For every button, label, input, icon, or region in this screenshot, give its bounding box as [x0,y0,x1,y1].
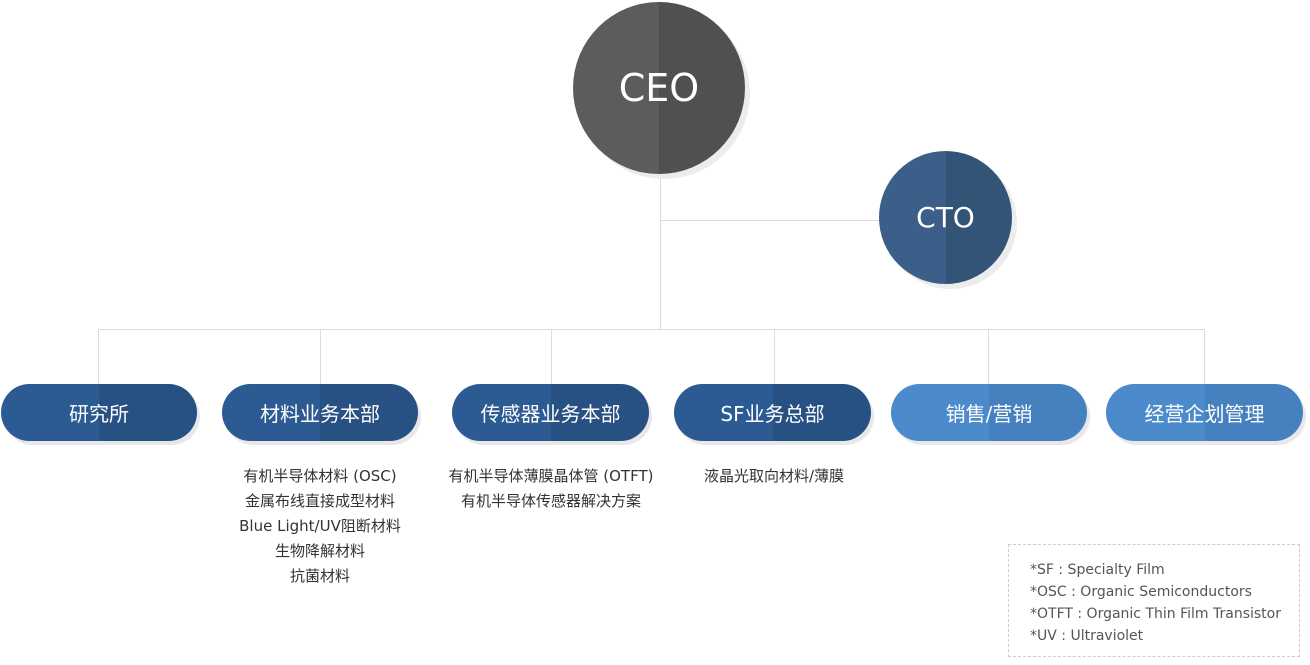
list-item: 有机半导体传感器解决方案 [460,492,641,510]
ceo-shade [659,2,745,174]
dept-drop-line [774,329,775,385]
list-item: 有机半导体材料 (OSC) [243,467,397,485]
sf-items: 液晶光取向材料/薄膜 [664,464,884,489]
dept-drop-line [98,329,99,385]
legend-item: *SF : Specialty Film [1030,562,1165,578]
list-item: 抗菌材料 [289,567,350,585]
list-item: 金属布线直接成型材料 [244,492,395,510]
dept-sales-marketing: 销售/营销 [891,384,1087,441]
abbreviation-legend: *SF : Specialty Film *OSC : Organic Semi… [1008,544,1300,657]
pill-shade [1204,384,1303,441]
dept-sf: SF业务总部 [674,384,871,441]
department-bus-line [98,329,1205,330]
list-item: 液晶光取向材料/薄膜 [703,467,845,485]
cto-branch-line [660,220,880,221]
list-item: 有机半导体薄膜晶体管 (OTFT) [448,467,654,485]
list-item: 生物降解材料 [274,542,365,560]
dept-research-institute: 研究所 [1,384,197,441]
dept-business-planning: 经营企划管理 [1106,384,1303,441]
cto-node: CTO [879,151,1012,284]
cto-label: CTO [916,201,975,234]
pill-shade [989,384,1087,441]
dept-drop-line [988,329,989,385]
legend-item: *UV : Ultraviolet [1030,628,1144,644]
dept-label: 研究所 [69,402,129,426]
dept-label: 材料业务本部 [260,402,380,426]
dept-label: 传感器业务本部 [480,402,621,426]
ceo-node: CEO [573,2,745,174]
legend-item: *OTFT : Organic Thin Film Transistor [1030,606,1281,622]
dept-drop-line [551,329,552,385]
pill-shade [99,384,197,441]
pill-shade [320,384,418,441]
legend-item: *OSC : Organic Semiconductors [1030,584,1252,600]
dept-materials: 材料业务本部 [222,384,418,441]
pill-shade [772,384,871,441]
ceo-label: CEO [618,66,700,110]
dept-drop-line [1204,329,1205,385]
dept-label: 销售/营销 [945,402,1033,426]
materials-items: 有机半导体材料 (OSC) 金属布线直接成型材料 Blue Light/UV阻断… [210,464,430,589]
ceo-trunk-line [660,174,661,329]
pill-shade [550,384,649,441]
sensors-items: 有机半导体薄膜晶体管 (OTFT) 有机半导体传感器解决方案 [431,464,671,514]
dept-drop-line [320,329,321,385]
dept-label: 经营企划管理 [1144,402,1265,426]
cto-shade [945,151,1012,284]
list-item: Blue Light/UV阻断材料 [239,517,401,535]
dept-sensors: 传感器业务本部 [452,384,649,441]
dept-label: SF业务总部 [720,402,825,426]
